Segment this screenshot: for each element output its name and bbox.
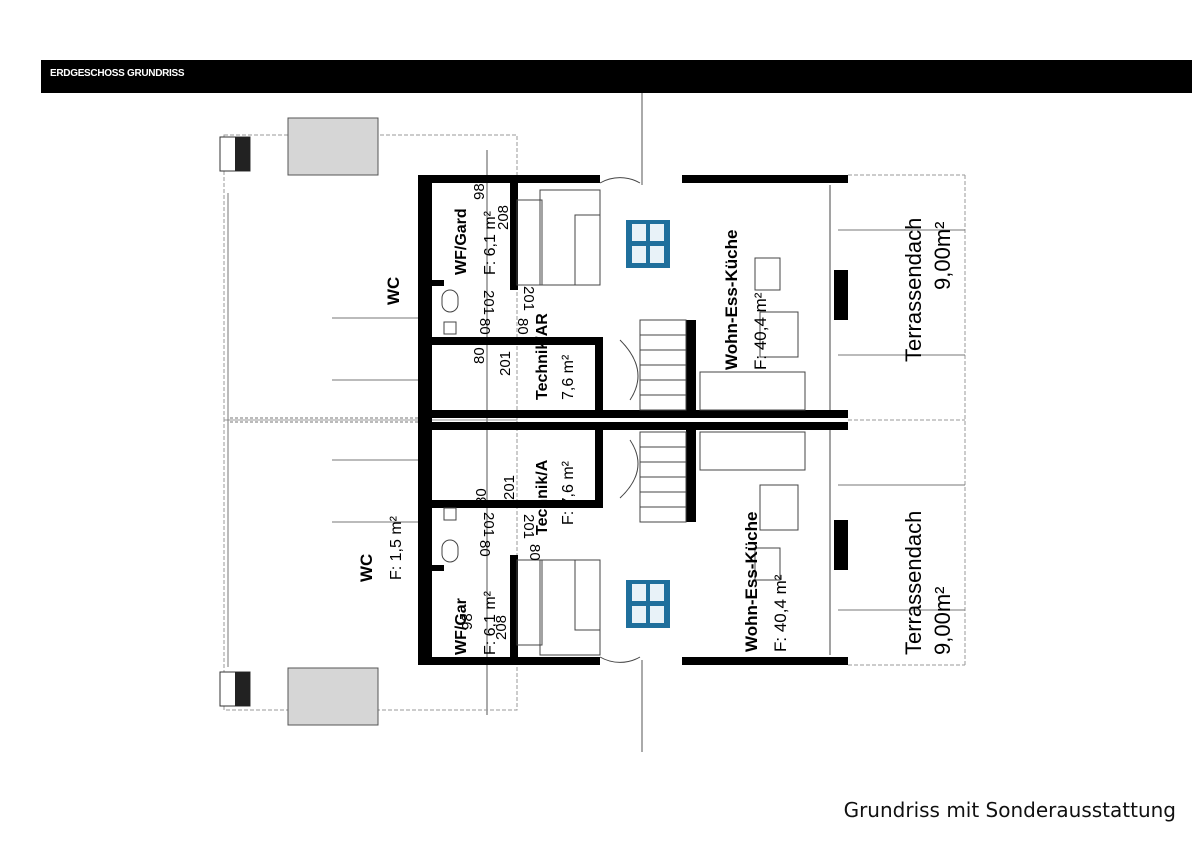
- bin-top-fill: [235, 137, 250, 171]
- storage-box-top: [287, 117, 379, 176]
- wf-label-lower: WF/Gar: [453, 598, 470, 655]
- storage-box-bottom: [287, 667, 379, 726]
- terrasse-label-lower: Terrassendach: [901, 511, 926, 655]
- bin-bottom-fill: [235, 672, 250, 706]
- wf-area-lower: F: 6,1 m²: [482, 590, 499, 655]
- site-lines: [227, 193, 965, 667]
- wohn-label-upper: Wohn-Ess-Küche: [722, 230, 741, 370]
- parking-boxes: [219, 117, 379, 726]
- interior-lines: [441, 177, 831, 663]
- terrasse-label-upper: Terrassendach: [901, 218, 926, 362]
- wf-label-upper: WF/Gard: [453, 208, 470, 275]
- wohn-area-upper: F: 40,4 m²: [751, 292, 770, 370]
- terrasse-area-upper: 9,00m²: [930, 222, 955, 290]
- door-dim-upper-4: 80: [514, 318, 531, 335]
- technik-dim2-upper: 201: [497, 351, 514, 376]
- door-dim-lower-1: 201: [480, 512, 497, 537]
- page-title: ERDGESCHOSS GRUNDRISS: [50, 68, 185, 79]
- header-bar: ERDGESCHOSS GRUNDRISS: [41, 60, 1192, 93]
- wohn-label-lower: Wohn-Ess-Küche: [742, 512, 761, 652]
- technik-label-lower: Technik/A: [534, 459, 551, 535]
- door-dim-lower-4: 80: [526, 544, 543, 561]
- wf-dim2-upper: 208: [495, 205, 512, 230]
- dining-table-lower: [626, 580, 670, 628]
- wc-label-upper: WC: [384, 277, 403, 305]
- door-dim-lower-3: 80: [476, 540, 493, 557]
- terrasse-area-lower: 9,00m²: [930, 587, 955, 655]
- dining-table-upper: [626, 220, 670, 268]
- technik-area-upper: 7,6 m²: [560, 354, 577, 400]
- technik-label-upper: Technik/AR: [534, 313, 551, 400]
- wf-dim1-lower: 98: [459, 613, 476, 630]
- plan-caption: Grundriss mit Sonderausstattung: [843, 798, 1176, 822]
- walls: [418, 175, 848, 665]
- wc-area-lower: F: 1,5 m²: [388, 515, 405, 580]
- technik-dim2-lower: 201: [501, 475, 518, 500]
- door-dim-upper-2: 201: [520, 286, 537, 311]
- technik-dim1-lower: 80: [473, 488, 490, 505]
- door-dim-upper-3: 80: [476, 318, 493, 335]
- technik-area-lower: F: 7,6 m²: [560, 460, 577, 525]
- door-dim-lower-2: 201: [520, 514, 537, 539]
- wf-dim2-lower: 208: [493, 615, 510, 640]
- door-dim-upper-1: 201: [480, 290, 497, 315]
- technik-dim1-upper: 80: [471, 347, 488, 364]
- wf-dim1-upper: 98: [471, 183, 488, 200]
- wohn-area-lower: F: 40,4 m²: [771, 574, 790, 652]
- wc-label-lower: WC: [357, 554, 376, 582]
- wf-area-upper: F: 6,1 m²: [482, 210, 499, 275]
